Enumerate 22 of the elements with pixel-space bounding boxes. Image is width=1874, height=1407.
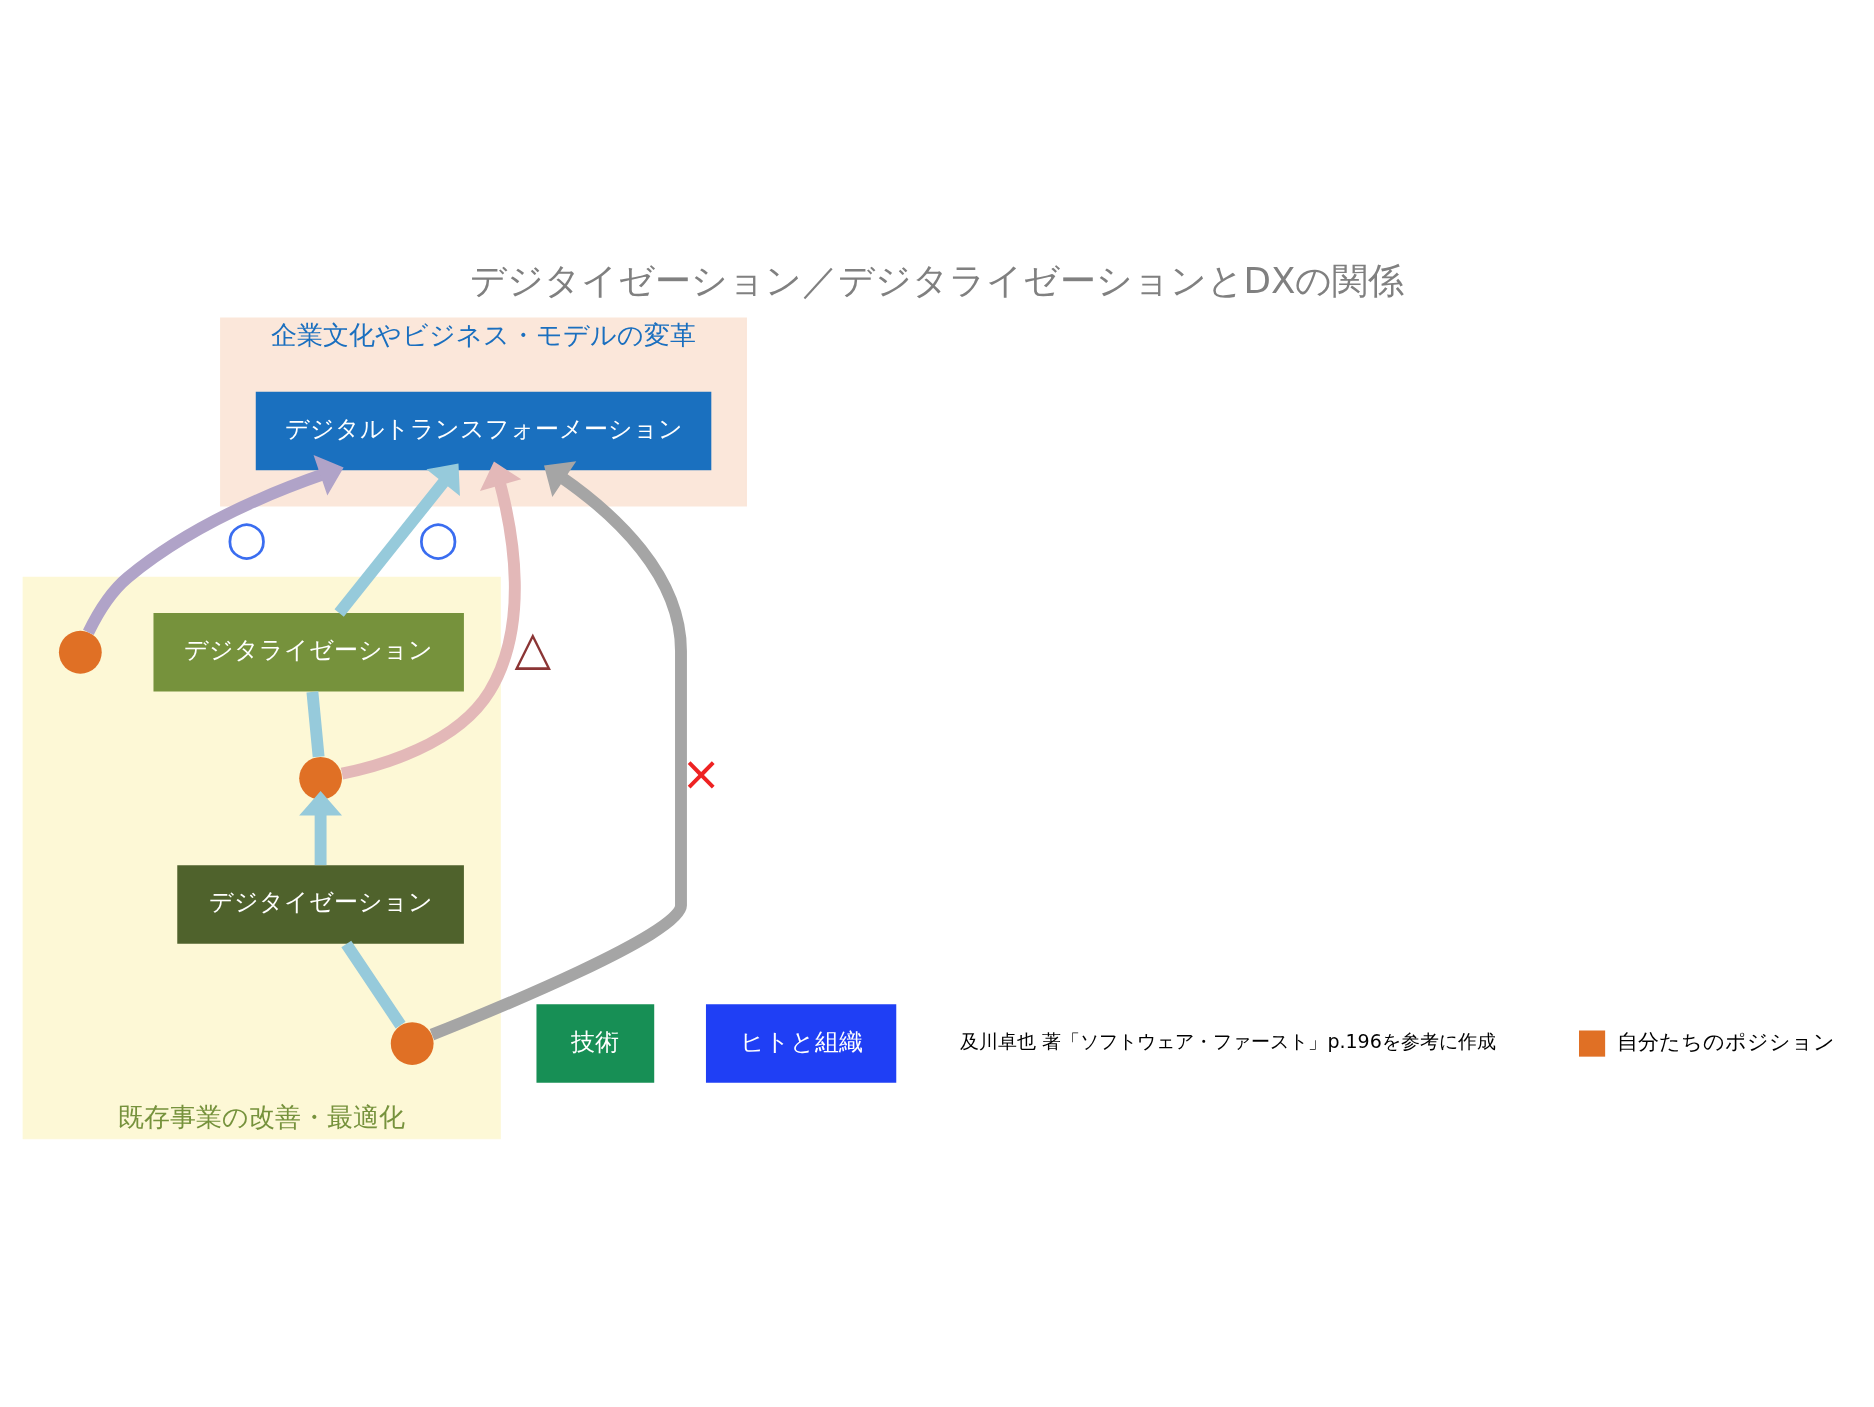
- label: 及川卓也 著「ソフトウェア・ファースト」p.196を参考に作成: [960, 1029, 1496, 1052]
- node-circle: [390, 1021, 434, 1065]
- node-box: デジタライゼーション: [153, 612, 464, 691]
- connector: [341, 940, 406, 1028]
- edge-label: ×: [681, 745, 722, 801]
- node-circle: [299, 756, 342, 800]
- node-box: デジタルトランスフォーメーション: [255, 391, 712, 470]
- edge-label: ○: [417, 509, 460, 565]
- node-circle: [58, 630, 102, 674]
- node-box: デジタイゼーション: [177, 864, 464, 944]
- node-box: ヒトと組織: [705, 1003, 897, 1083]
- arrow: [429, 460, 687, 1040]
- node-box: 技術: [536, 1003, 655, 1083]
- connector: [306, 690, 325, 757]
- arrow: [340, 461, 522, 779]
- legend-label: 自分たちのポジション: [1617, 1028, 1836, 1054]
- diagram-title: デジタイゼーション／デジタライゼーションとDXの関係: [469, 259, 1405, 301]
- arrow: [299, 790, 343, 865]
- arrow: [334, 463, 460, 617]
- edge-label: △: [514, 619, 552, 675]
- edge-label: ○: [226, 509, 268, 565]
- arrow: [83, 454, 344, 635]
